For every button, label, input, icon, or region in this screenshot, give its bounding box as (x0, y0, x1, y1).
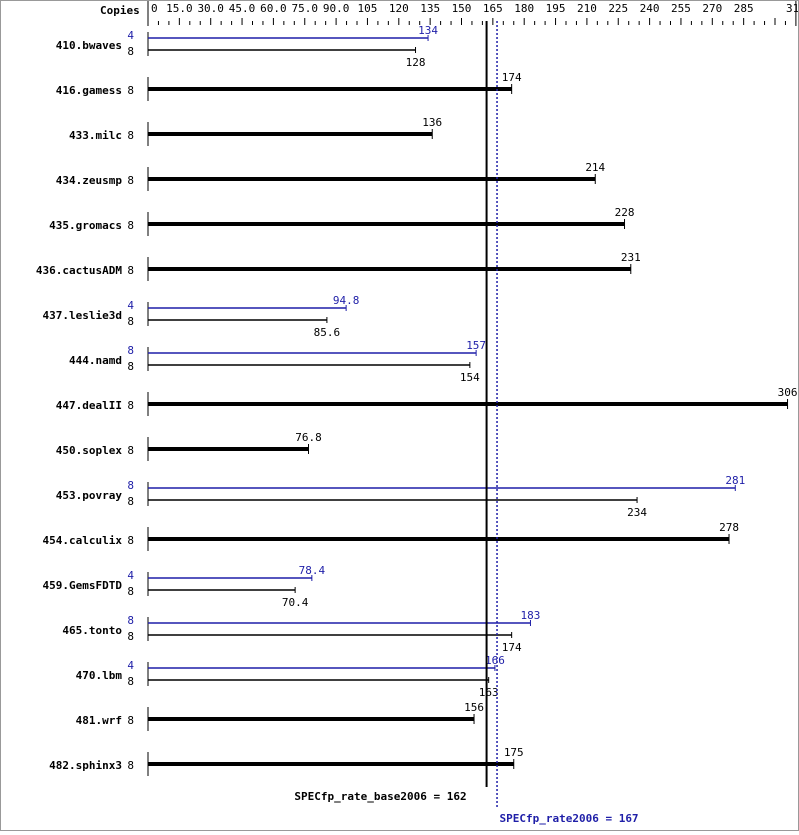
benchmark-label: 450.soplex (56, 444, 123, 457)
base-value-label: 128 (406, 56, 426, 69)
benchmark-label: 482.sphinx3 (49, 759, 122, 772)
base-value-label: 228 (615, 206, 635, 219)
benchmark-label: 447.dealII (56, 399, 122, 412)
tick-label: 0 (151, 2, 158, 15)
base-value-label: 76.8 (295, 431, 322, 444)
base-value-label: 70.4 (282, 596, 309, 609)
peak-summary-label: SPECfp_rate2006 = 167 (499, 812, 638, 825)
tick-label: 270 (702, 2, 722, 15)
peak-value-label: 183 (521, 609, 541, 622)
base-value-label: 85.6 (314, 326, 341, 339)
base-value-label: 174 (502, 71, 522, 84)
base-copies: 8 (127, 444, 134, 457)
base-copies: 8 (127, 630, 134, 643)
peak-value-label: 94.8 (333, 294, 360, 307)
benchmark-label: 459.GemsFDTD (43, 579, 123, 592)
benchmark-label: 435.gromacs (49, 219, 122, 232)
peak-copies: 4 (127, 659, 134, 672)
base-copies: 8 (127, 585, 134, 598)
tick-label: 60.0 (260, 2, 287, 15)
base-copies: 8 (127, 399, 134, 412)
tick-label: 30.0 (197, 2, 224, 15)
tick-label: 120 (389, 2, 409, 15)
base-copies: 8 (127, 675, 134, 688)
peak-copies: 4 (127, 29, 134, 42)
base-value-label: 156 (464, 701, 484, 714)
base-copies: 8 (127, 315, 134, 328)
base-copies: 8 (127, 759, 134, 772)
base-copies: 8 (127, 45, 134, 58)
base-copies: 8 (127, 219, 134, 232)
base-value-label: 136 (422, 116, 442, 129)
base-value-label: 278 (719, 521, 739, 534)
peak-value-label: 166 (485, 654, 505, 667)
benchmark-label: 454.calculix (43, 534, 123, 547)
peak-copies: 8 (127, 479, 134, 492)
tick-label: 15.0 (166, 2, 193, 15)
base-value-label: 234 (627, 506, 647, 519)
base-copies: 8 (127, 174, 134, 187)
tick-label: 210 (577, 2, 597, 15)
benchmark-label: 444.namd (69, 354, 122, 367)
benchmark-label: 433.milc (69, 129, 122, 142)
base-copies: 8 (127, 84, 134, 97)
base-value-label: 154 (460, 371, 480, 384)
base-value-label: 306 (778, 386, 798, 399)
tick-label: 285 (734, 2, 754, 15)
peak-value-label: 157 (466, 339, 486, 352)
tick-label: 165 (483, 2, 503, 15)
base-copies: 8 (127, 534, 134, 547)
tick-label: 150 (452, 2, 472, 15)
tick-label: 75.0 (292, 2, 319, 15)
tick-label: 195 (546, 2, 566, 15)
peak-value-label: 281 (725, 474, 745, 487)
peak-copies: 4 (127, 569, 134, 582)
benchmark-label: 470.lbm (76, 669, 123, 682)
peak-value-label: 78.4 (299, 564, 326, 577)
benchmark-label: 410.bwaves (56, 39, 122, 52)
base-copies: 8 (127, 129, 134, 142)
tick-label: 225 (608, 2, 628, 15)
benchmark-label: 436.cactusADM (36, 264, 122, 277)
benchmark-label: 453.povray (56, 489, 123, 502)
axis-label: Copies (100, 4, 140, 17)
base-copies: 8 (127, 714, 134, 727)
benchmark-label: 416.gamess (56, 84, 122, 97)
benchmark-label: 481.wrf (76, 714, 122, 727)
base-value-label: 231 (621, 251, 641, 264)
peak-copies: 8 (127, 344, 134, 357)
tick-label: 255 (671, 2, 691, 15)
tick-label: 310 (786, 2, 798, 15)
base-copies: 8 (127, 360, 134, 373)
tick-label: 180 (514, 2, 534, 15)
tick-label: 90.0 (323, 2, 350, 15)
base-summary-label: SPECfp_rate_base2006 = 162 (294, 790, 466, 803)
benchmark-label: 434.zeusmp (56, 174, 123, 187)
tick-label: 105 (358, 2, 378, 15)
base-value-label: 163 (479, 686, 499, 699)
tick-label: 135 (420, 2, 440, 15)
tick-label: 45.0 (229, 2, 256, 15)
benchmark-label: 465.tonto (62, 624, 122, 637)
base-value-label: 214 (585, 161, 605, 174)
tick-label: 240 (640, 2, 660, 15)
base-value-label: 175 (504, 746, 524, 759)
peak-copies: 4 (127, 299, 134, 312)
peak-copies: 8 (127, 614, 134, 627)
base-copies: 8 (127, 495, 134, 508)
peak-value-label: 134 (418, 24, 438, 37)
base-value-label: 174 (502, 641, 522, 654)
base-copies: 8 (127, 264, 134, 277)
benchmark-label: 437.leslie3d (43, 309, 122, 322)
